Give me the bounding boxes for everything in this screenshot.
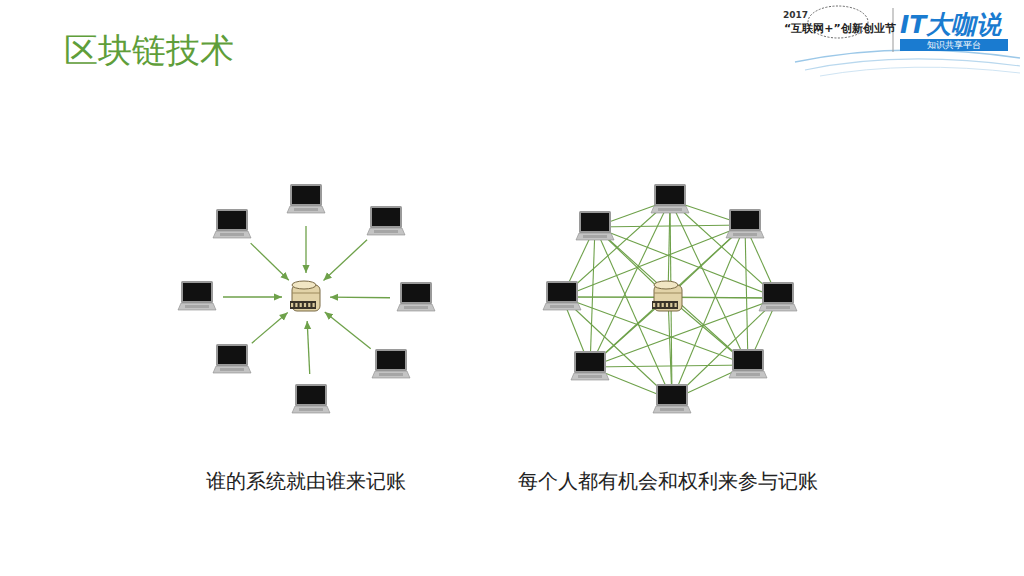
arrow-line bbox=[305, 226, 306, 273]
mesh-line bbox=[590, 365, 748, 367]
mesh-line bbox=[668, 297, 778, 298]
logo-tagline: 知识共享平台 bbox=[904, 39, 1004, 52]
arrow-line bbox=[324, 240, 368, 281]
laptop-icon bbox=[729, 349, 767, 378]
laptop-icon bbox=[651, 184, 689, 213]
logo-graphic bbox=[795, 6, 1020, 76]
laptop-icon bbox=[213, 344, 251, 373]
laptop-icon bbox=[543, 281, 581, 310]
mesh-line bbox=[595, 225, 745, 227]
mesh-line bbox=[745, 225, 748, 365]
ledger-reel-icon bbox=[290, 281, 320, 311]
mesh-line bbox=[562, 200, 670, 297]
laptop-icon bbox=[576, 211, 614, 240]
laptop-icon bbox=[571, 351, 609, 380]
arrow-line bbox=[223, 296, 282, 297]
laptop-icon bbox=[759, 282, 797, 311]
slide-title: 区块链技术 bbox=[64, 28, 234, 74]
arrow-line bbox=[252, 313, 288, 344]
laptop-icon bbox=[726, 209, 764, 238]
arrow-line bbox=[307, 321, 310, 374]
mesh-line bbox=[590, 225, 745, 367]
arrow-line bbox=[251, 243, 289, 280]
mesh-line bbox=[595, 227, 748, 365]
laptop-icon bbox=[372, 349, 410, 378]
laptop-icon bbox=[292, 384, 330, 413]
star-network bbox=[178, 184, 435, 413]
logo-brand: IT大咖说 bbox=[900, 8, 1001, 41]
arrow-line bbox=[330, 297, 390, 299]
mesh-line bbox=[670, 200, 778, 298]
ledger-reel-icon bbox=[652, 281, 682, 311]
logo-year: 2017 bbox=[783, 10, 808, 20]
laptop-icon bbox=[213, 209, 251, 238]
mesh-network bbox=[543, 184, 797, 413]
laptop-icon bbox=[653, 384, 691, 413]
mesh-line bbox=[562, 297, 672, 400]
mesh-line bbox=[562, 225, 745, 297]
logo-event-name: “互联网+”创新创业节 bbox=[784, 21, 896, 36]
laptop-icon bbox=[178, 281, 216, 310]
laptop-icon bbox=[367, 206, 405, 235]
diagram-caption: 每个人都有机会和权利来参与记账 bbox=[478, 468, 858, 495]
laptop-icon bbox=[397, 282, 435, 311]
diagram-caption: 谁的系统就由谁来记账 bbox=[156, 468, 456, 495]
laptop-icon bbox=[287, 184, 325, 213]
arrow-line bbox=[325, 312, 371, 349]
